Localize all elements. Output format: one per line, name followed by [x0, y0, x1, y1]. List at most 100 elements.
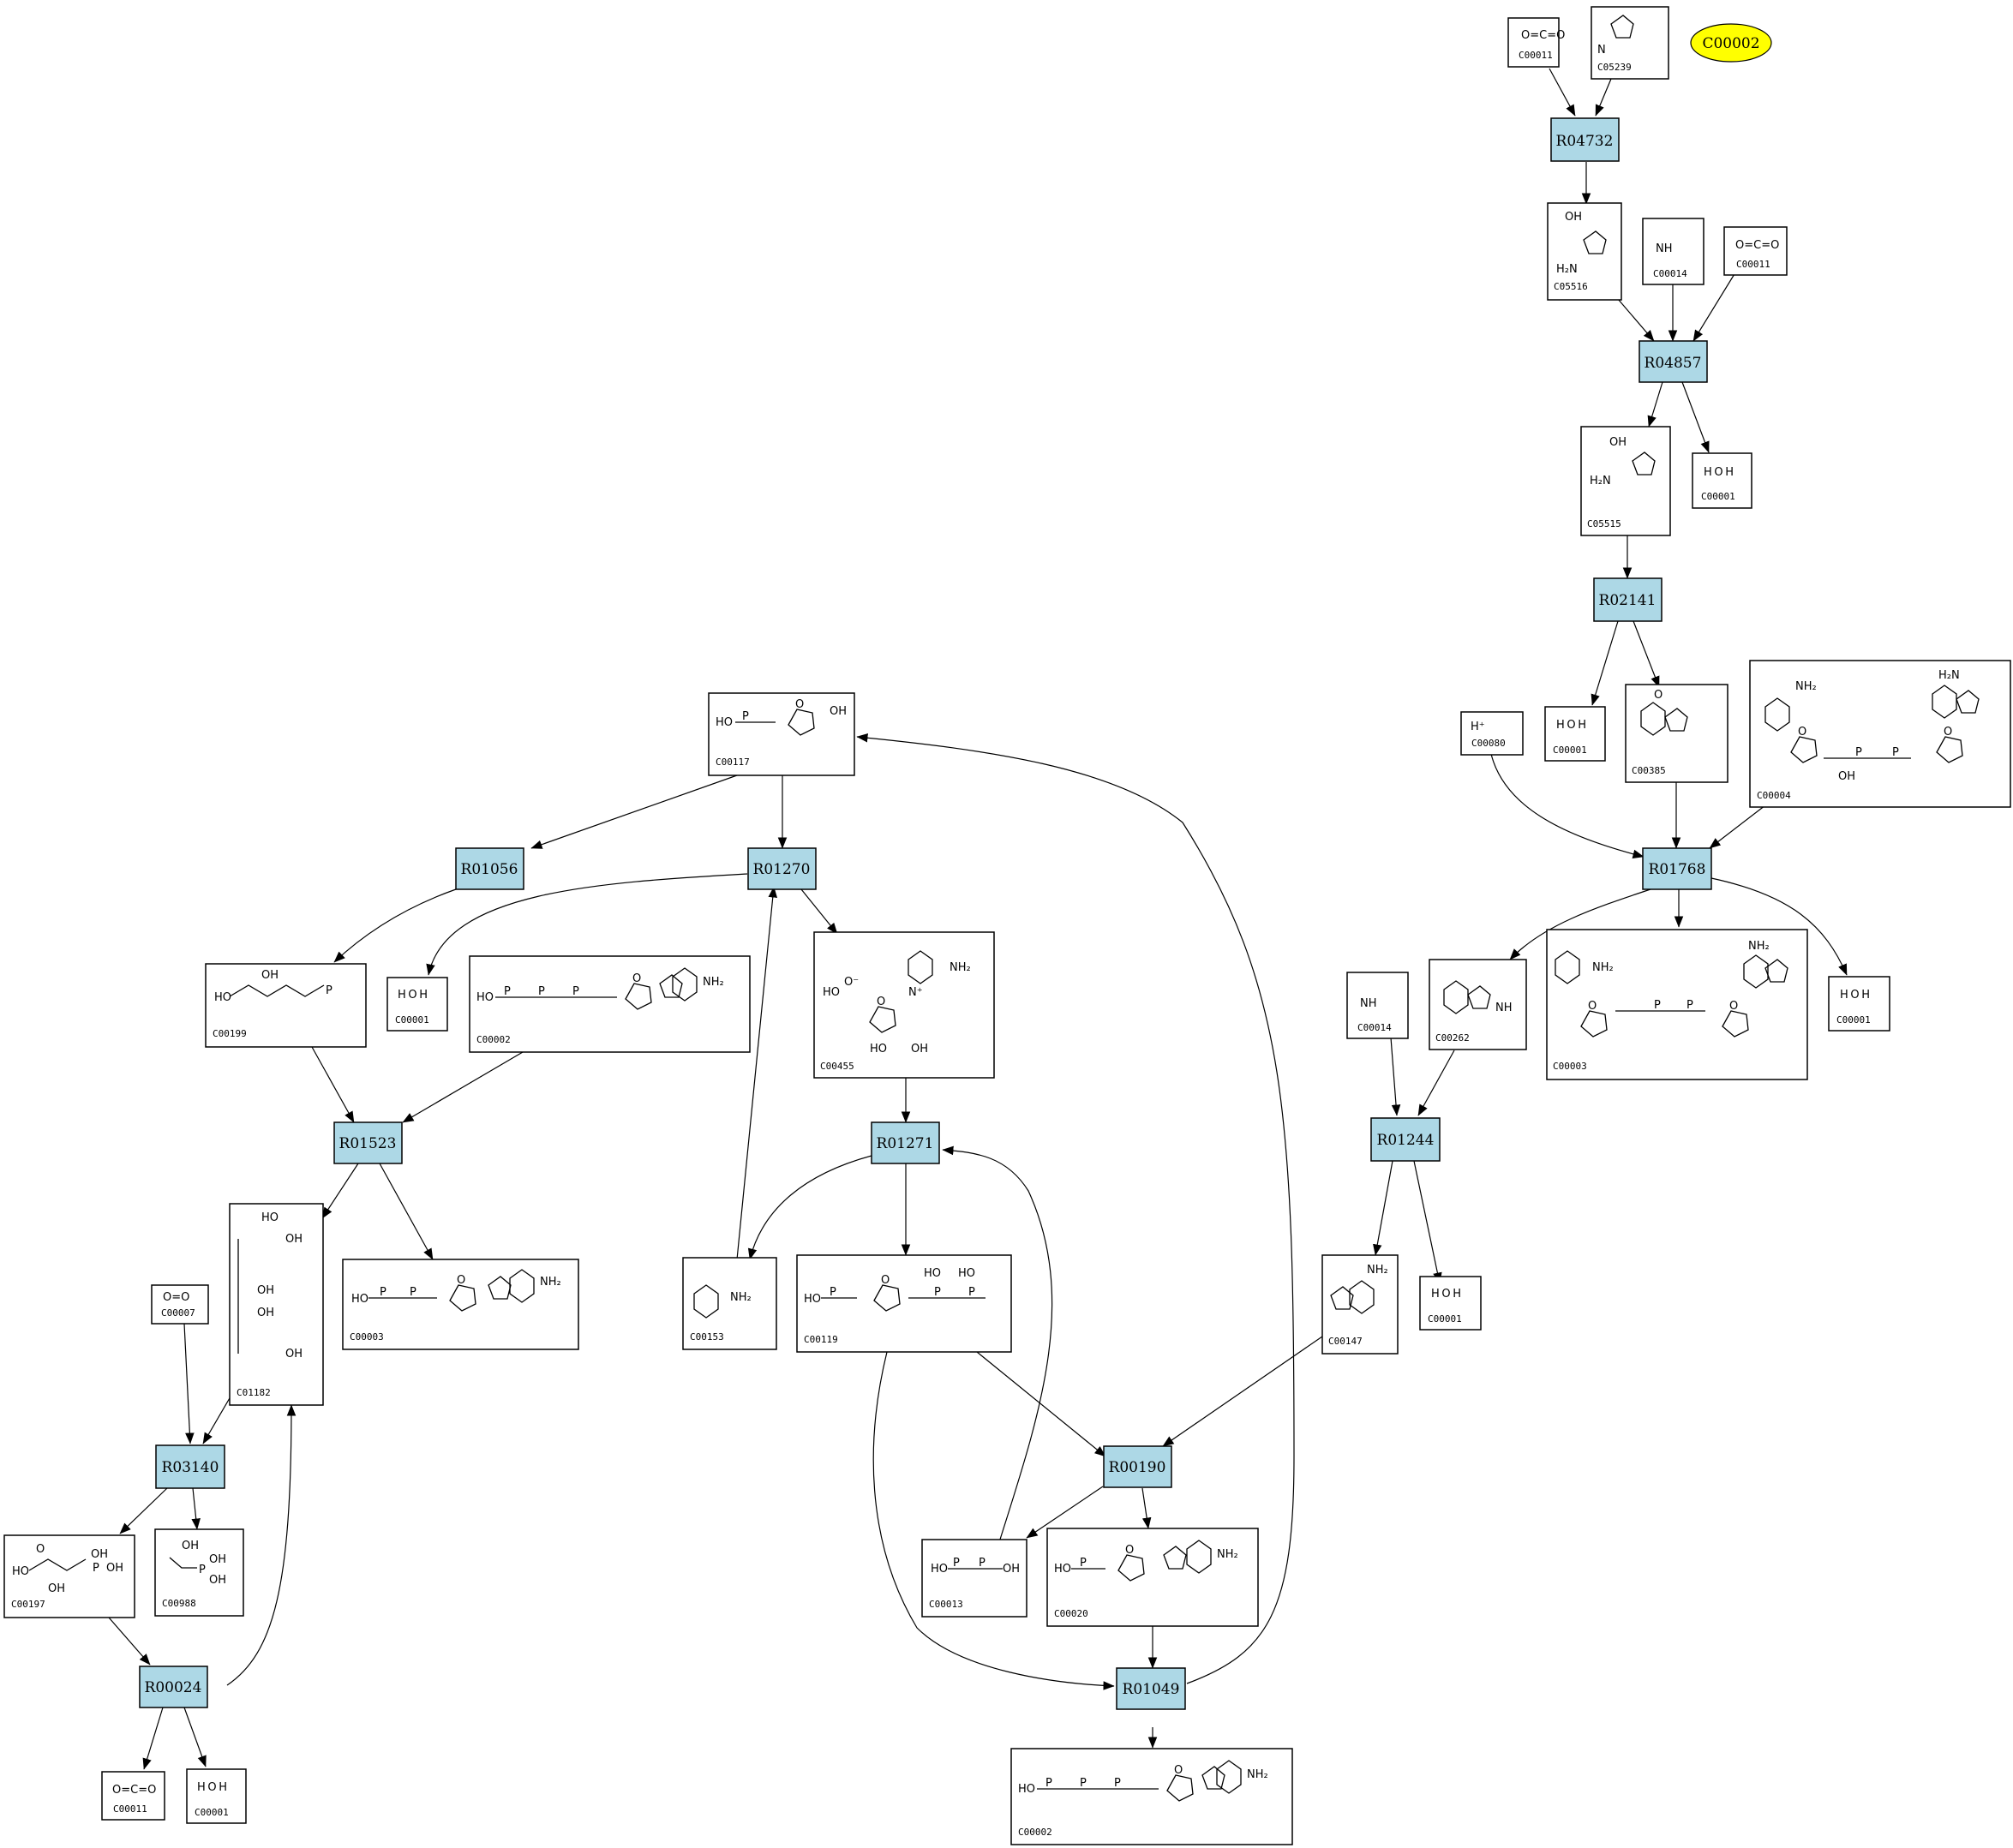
compound-box — [154, 1528, 244, 1617]
compound-node-c10[interactable]: H⁺ C00080 — [1460, 711, 1524, 756]
compound-node-c7[interactable]: H O H C00001 — [1692, 452, 1752, 509]
compound-box — [1625, 684, 1728, 783]
reaction-node-R01523[interactable]: R01523 — [333, 1121, 403, 1164]
compound-node-c12[interactable]: HO P OH C00117 — [708, 692, 855, 776]
reaction-node-R02141[interactable]: R02141 — [1593, 577, 1663, 622]
compound-box — [1692, 452, 1752, 509]
structure-text: HO — [716, 716, 733, 729]
compound-node-c23[interactable]: O=O C00007 — [151, 1284, 209, 1325]
reaction-node-R03140[interactable]: R03140 — [155, 1444, 225, 1489]
reaction-label: R01244 — [1377, 1132, 1435, 1149]
compound-box — [1580, 426, 1671, 536]
compound-node-c9[interactable]: O C00385 — [1625, 684, 1728, 783]
structure-text: H O H — [398, 989, 428, 1002]
edge — [747, 1155, 872, 1260]
compound-node-c2[interactable]: N C05239 — [1591, 6, 1669, 80]
compound-label: C00080 — [1471, 738, 1506, 749]
compound-node-c6[interactable]: OH H₂N C05515 — [1580, 426, 1671, 536]
compound-node-c26[interactable]: NH₂ C00147 — [1321, 1254, 1399, 1355]
structure-text: H O H — [1704, 466, 1734, 479]
edge — [976, 1351, 1106, 1457]
reaction-label: R00024 — [145, 1679, 202, 1696]
target-compound-node[interactable]: C00002 — [1690, 23, 1772, 63]
structure-text: OH — [830, 705, 847, 718]
compound-node-c21[interactable]: HO OH OH OH OH C01182 — [229, 1203, 324, 1406]
reaction-node-R04732[interactable]: R04732 — [1550, 117, 1620, 162]
compound-node-c31[interactable]: HO P NH₂ C00020 — [1046, 1528, 1259, 1627]
compound-label: C00117 — [716, 757, 750, 768]
reaction-node-R01270[interactable]: R01270 — [747, 847, 817, 890]
compound-node-c16[interactable]: NH₂ N⁺ HO O⁻ HO OH C00455 — [813, 931, 995, 1079]
compound-node-c15[interactable]: HO P P P NH₂ C00002 — [469, 955, 751, 1053]
compound-node-c25[interactable]: HO P P P HO HO C00119 — [796, 1254, 1012, 1353]
structure-text: HO — [823, 986, 840, 999]
compound-node-c5[interactable]: O=C=O C00011 — [1723, 226, 1788, 276]
compound-box — [796, 1254, 1012, 1353]
reaction-node-R01244[interactable]: R01244 — [1370, 1117, 1441, 1162]
compound-node-c33[interactable]: H O H C00001 — [186, 1768, 247, 1824]
compound-node-c11[interactable]: NH₂ OH P P H₂N C00004 — [1749, 660, 2011, 808]
compound-node-c32[interactable]: O=C=O C00011 — [101, 1771, 165, 1821]
reaction-node-R04857[interactable]: R04857 — [1639, 340, 1708, 383]
compound-node-c22[interactable]: HO P P NH₂ C00003 — [342, 1259, 579, 1350]
compound-box — [186, 1768, 247, 1824]
structure-text: HO — [931, 1563, 948, 1576]
reaction-box — [1116, 1667, 1186, 1710]
compound-node-c19[interactable]: NH₂ P P NH₂ C00003 — [1546, 929, 1808, 1080]
reaction-label: R01768 — [1649, 861, 1706, 878]
reaction-node-R00024[interactable]: R00024 — [139, 1666, 208, 1708]
edge — [321, 1163, 359, 1219]
reaction-box — [139, 1666, 208, 1708]
structure-text: NH₂ — [950, 961, 971, 974]
compound-box — [151, 1284, 209, 1325]
reaction-label: R01271 — [877, 1135, 934, 1152]
edge — [800, 888, 838, 935]
structure-text: HO — [214, 991, 231, 1004]
structure-text: NH₂ — [540, 1276, 561, 1289]
compound-node-c24[interactable]: NH₂ C00153 — [682, 1257, 777, 1350]
edge — [1710, 877, 1848, 976]
structure-text: NH₂ — [730, 1291, 752, 1304]
structure-text: OH — [257, 1307, 274, 1319]
compound-node-c8[interactable]: H O H C00001 — [1544, 706, 1606, 762]
compound-node-c30[interactable]: HO P P OH C00013 — [921, 1539, 1027, 1618]
chain-structure — [229, 984, 325, 997]
structure-text: NH₂ — [1247, 1768, 1268, 1781]
edge — [736, 886, 778, 1260]
structure-text: H₂N — [1590, 475, 1611, 487]
compound-node-c27[interactable]: H O H C00001 — [1419, 1276, 1482, 1331]
reaction-node-R00190[interactable]: R00190 — [1103, 1445, 1172, 1488]
compound-node-c34[interactable]: HO P P P NH₂ C00002 — [1010, 1748, 1293, 1845]
structure-text: HO — [870, 1043, 887, 1056]
compound-box — [469, 955, 751, 1053]
structure-text: O=O — [163, 1291, 189, 1304]
compound-node-c4[interactable]: NH C00014 — [1642, 218, 1704, 285]
edge — [856, 733, 1295, 1684]
reaction-node-R01768[interactable]: R01768 — [1642, 847, 1712, 890]
edge — [119, 1487, 168, 1534]
compound-node-c1[interactable]: O=C=O C00011 — [1507, 17, 1565, 68]
reaction-node-R01271[interactable]: R01271 — [871, 1121, 940, 1164]
compound-node-c14[interactable]: H O H C00001 — [386, 977, 448, 1032]
reaction-node-R01049[interactable]: R01049 — [1116, 1667, 1186, 1710]
structure-text: P — [1892, 746, 1899, 759]
compound-box — [205, 963, 367, 1048]
compound-node-c13[interactable]: HO OH P C00199 — [205, 963, 367, 1048]
compound-label: C00385 — [1632, 765, 1666, 776]
reaction-box — [333, 1121, 403, 1164]
structure-text: P — [1080, 1557, 1087, 1570]
reaction-node-R01056[interactable]: R01056 — [455, 847, 524, 890]
compound-node-c29[interactable]: OH P OH OH C00988 — [154, 1528, 244, 1617]
compound-box — [386, 977, 448, 1032]
compound-node-c3[interactable]: OH H₂N C05516 — [1547, 202, 1622, 301]
compound-node-c17[interactable]: NH C00014 — [1346, 972, 1409, 1039]
compound-node-c20[interactable]: H O H C00001 — [1828, 976, 1890, 1032]
compound-node-c28[interactable]: HO O P OH OH OH C00197 — [3, 1534, 135, 1618]
structure-text: O — [1654, 689, 1663, 702]
compound-box — [1046, 1528, 1259, 1627]
compound-node-c18[interactable]: NH C00262 — [1429, 959, 1527, 1050]
compound-label: C00013 — [929, 1599, 963, 1610]
edge — [1549, 68, 1576, 117]
edge — [1026, 1486, 1104, 1539]
structure-text: P — [1114, 1777, 1121, 1790]
